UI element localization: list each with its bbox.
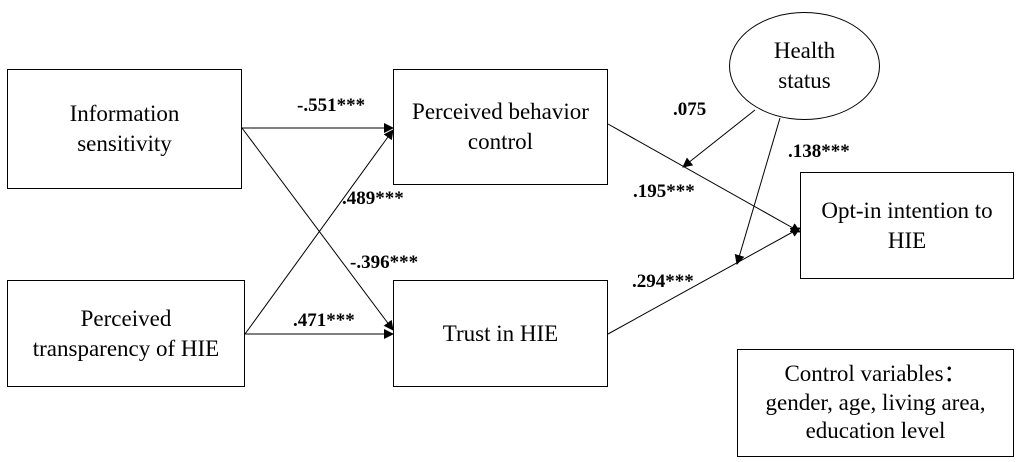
coef-info-to-pbc: -.551*** (297, 95, 366, 116)
coef-pbc-to-optin: .195*** (633, 181, 695, 202)
node-label: Perceived behavior control (412, 99, 589, 154)
arrow-trust-to-optin (607, 227, 801, 335)
node-label: Opt-in intention to HIE (821, 197, 993, 253)
node-trust-in-hie: Trust in HIE (393, 280, 608, 387)
arrow-trans-to-pbc (244, 129, 394, 335)
node-perceived-behavior-control: Perceived behavior control (393, 69, 608, 185)
node-label: Trust in HIE (442, 320, 559, 346)
node-perceived-transparency: Perceived transparency of HIE (7, 280, 245, 387)
arrow-pbc-to-optin (607, 123, 801, 233)
node-label: Information sensitivity (69, 101, 180, 156)
coef-trans-to-trust: .471*** (293, 310, 355, 331)
arrow-health-to-pbc-path (682, 109, 756, 168)
coef-info-to-trust: -.396*** (350, 252, 419, 273)
coef-health-to-pbc-path: .075 (673, 99, 707, 120)
node-information-sensitivity: Information sensitivity (7, 69, 242, 189)
node-label: Perceived transparency of HIE (32, 305, 220, 361)
arrow-info-to-trust (241, 127, 394, 331)
coef-trust-to-optin: .294*** (632, 271, 694, 292)
node-label: Health status (773, 38, 836, 93)
coef-health-to-trust-path: .138*** (788, 141, 850, 162)
node-health-status: Health status (729, 12, 880, 120)
arrow-health-to-trust-path (734, 117, 781, 265)
coef-trans-to-pbc: .489*** (342, 188, 404, 209)
node-opt-in-intention: Opt-in intention to HIE (800, 172, 1014, 279)
control-variables-box: Control variables： gender, age, living a… (737, 349, 1014, 457)
control-variables-label: Control variables： gender, age, living a… (765, 360, 986, 444)
